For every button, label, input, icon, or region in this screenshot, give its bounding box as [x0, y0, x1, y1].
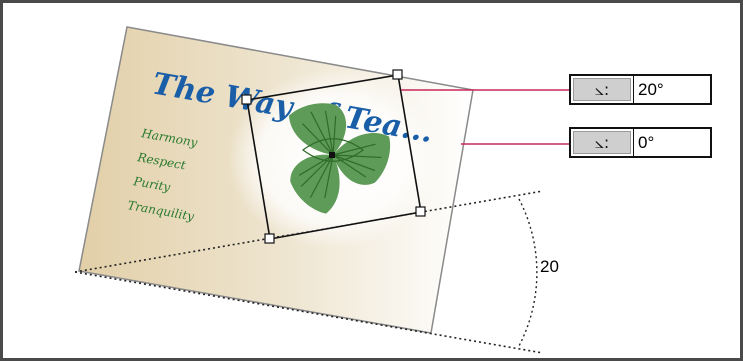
angle-icon: ⦣: — [595, 133, 610, 153]
angle-arc — [519, 199, 537, 346]
shear-angle-button[interactable]: ⦣: — [573, 131, 631, 154]
rotation-angle-field[interactable]: 20° — [633, 76, 710, 103]
handle-top-right[interactable] — [393, 70, 402, 79]
rotation-angle-control: ⦣: 20° — [569, 74, 712, 105]
rotate-angle-button[interactable]: ⦣: — [573, 78, 631, 101]
rotation-diagram: The Way of Tea... Harmony Respect Purity… — [3, 3, 743, 361]
reference-point[interactable] — [329, 152, 335, 158]
rotation-angle-label: 20 — [540, 257, 559, 277]
handle-bottom-left[interactable] — [265, 234, 274, 243]
angle-icon: ⦣: — [595, 80, 610, 100]
handle-top-left[interactable] — [242, 95, 251, 104]
handle-bottom-right[interactable] — [416, 207, 425, 216]
shear-angle-field[interactable]: 0° — [633, 129, 710, 156]
shear-angle-control: ⦣: 0° — [569, 127, 712, 158]
